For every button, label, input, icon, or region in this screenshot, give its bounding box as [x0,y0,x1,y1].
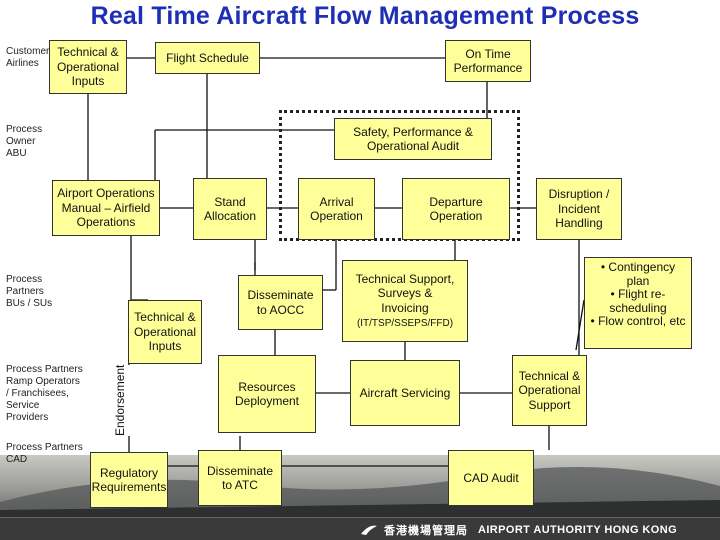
callout-contingency: • Contingency plan • Flight re-schedulin… [584,257,692,349]
box-flight-schedule: Flight Schedule [155,42,260,74]
box-cad-audit: CAD Audit [448,450,534,506]
box-disruption-incident: Disruption / Incident Handling [536,178,622,240]
row-label-process-partners-cad: Process Partners CAD [6,442,83,465]
technical-support-departments: (IT/TSP/SSEPS/FFD) [356,318,454,330]
operations-group-outline [279,110,520,241]
airport-authority-mark-icon [361,525,377,535]
logo-chinese-text: 香港機場管理局 [384,525,468,537]
box-technical-operational-inputs-mid: Technical & Operational Inputs [128,300,202,364]
logo-english-text: AIRPORT AUTHORITY HONG KONG [478,524,678,536]
technical-support-text: Technical Support, Surveys & Invoicing [355,271,455,315]
row-label-process-partners-bus: Process Partners BUs / SUs [6,274,53,309]
box-stand-allocation: Stand Allocation [193,178,267,240]
box-technical-operational-support: Technical & Operational Support [512,355,587,426]
callout-item: • Flow control, etc [590,314,686,328]
row-label-process-partners-ramp: Process Partners Ramp Operators / Franch… [6,364,83,423]
box-resources-deployment: Resources Deployment [218,355,316,433]
airport-authority-logo: 香港機場管理局 AIRPORT AUTHORITY HONG KONG [360,522,677,538]
row-label-customer-airlines: Customer Airlines [6,46,50,69]
terminal-roof-graphic [0,467,720,517]
box-on-time-performance: On Time Performance [445,40,531,82]
box-technical-support: Technical Support, Surveys & Invoicing (… [342,260,468,342]
box-aircraft-servicing: Aircraft Servicing [350,360,460,426]
box-airport-operations-manual: Airport Operations Manual – Airfield Ope… [52,180,160,236]
row-label-process-owner: Process Owner ABU [6,124,43,159]
box-disseminate-aocc: Disseminate to AOCC [238,275,323,330]
box-safety-audit: Safety, Performance & Operational Audit [334,118,492,160]
page-title: Real Time Aircraft Flow Management Proce… [90,2,640,30]
callout-item: • Flight re-scheduling [609,287,667,315]
box-arrival-operation: Arrival Operation [298,178,375,240]
box-technical-operational-inputs-top: Technical & Operational Inputs [49,40,127,94]
callout-item: • Contingency plan [600,260,676,288]
box-regulatory-requirements: Regulatory Requirements [90,452,168,508]
box-departure-operation: Departure Operation [402,178,510,240]
footer-bar [0,518,720,540]
box-disseminate-atc: Disseminate to ATC [198,450,282,506]
endorsement-label: Endorsement [113,364,127,436]
